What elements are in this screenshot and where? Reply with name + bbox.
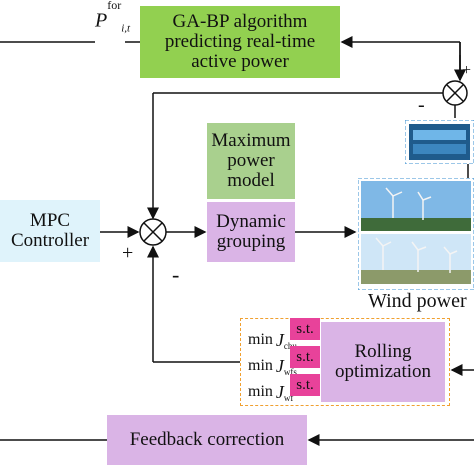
- mpc-line2: Controller: [10, 230, 90, 251]
- rolling-optimization-block: Rolling optimization: [321, 322, 445, 402]
- mid-minus-sign: -: [172, 262, 180, 287]
- dynamic-grouping-block: Dynamic grouping: [207, 202, 295, 262]
- st-badge-chu: s.t.: [290, 318, 320, 340]
- control-panel-image: [405, 120, 474, 164]
- ga-bp-line3: active power: [191, 50, 289, 72]
- mpc-line1: MPC: [29, 210, 71, 232]
- st-badge-wf: s.t.: [290, 374, 320, 396]
- maximum-power-model-block: Maximum power model: [207, 123, 295, 199]
- predicted-power-symbol: Pfori,t: [95, 0, 131, 35]
- wind-farm-image: [358, 178, 474, 290]
- dyn-line1: Dynamic: [216, 211, 286, 233]
- top-plus-sign: +: [462, 62, 472, 79]
- feedback-correction-block: Feedback correction: [107, 415, 307, 465]
- wind-power-label: Wind power: [368, 290, 467, 312]
- dyn-line2: grouping: [216, 231, 286, 252]
- roll-line2: optimization: [334, 361, 432, 382]
- ga-bp-line1: GA-BP algorithm: [172, 11, 308, 33]
- ga-bp-line2: predicting real-time: [164, 31, 316, 53]
- rolling-optimization-group: [240, 318, 450, 406]
- mpc-controller-block: MPC Controller: [0, 200, 100, 262]
- mpm-line1: Maximum: [211, 130, 291, 152]
- mpm-line2: power: [227, 150, 275, 172]
- mid-plus-sign: +: [122, 242, 134, 264]
- ga-bp-block: GA-BP algorithm predicting real-time act…: [140, 6, 340, 78]
- roll-line1: Rolling: [354, 341, 412, 363]
- mpm-line3: model: [227, 169, 275, 191]
- top-minus-sign: -: [418, 94, 425, 116]
- st-badge-wfs: s.t.: [290, 346, 320, 368]
